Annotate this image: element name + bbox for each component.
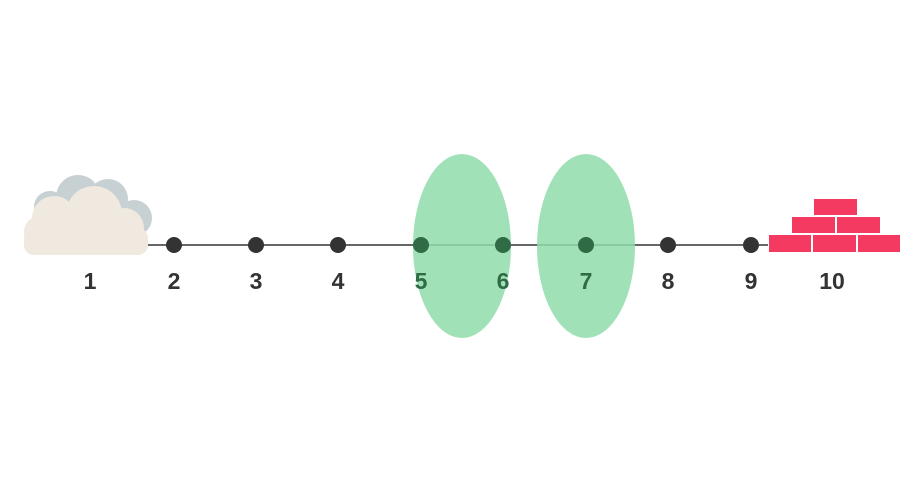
node-dot-8 xyxy=(660,237,676,253)
node-dots xyxy=(166,237,759,253)
node-dot-5 xyxy=(413,237,429,253)
node-dot-2 xyxy=(166,237,182,253)
node-label-10: 10 xyxy=(819,268,845,294)
node-label-3: 3 xyxy=(249,268,263,294)
node-label-4: 4 xyxy=(331,268,345,294)
node-label-2: 2 xyxy=(167,268,181,294)
node-dot-6 xyxy=(495,237,511,253)
node-label-1: 1 xyxy=(83,268,97,294)
node-label-9: 9 xyxy=(744,268,758,294)
node-label-6: 6 xyxy=(496,268,510,294)
cloud-icon xyxy=(24,175,152,255)
node-dot-7 xyxy=(578,237,594,253)
node-label-5: 5 xyxy=(414,268,428,294)
brick-wall-icon xyxy=(769,199,900,252)
node-dot-4 xyxy=(330,237,346,253)
node-label-7: 7 xyxy=(579,268,593,294)
node-label-8: 8 xyxy=(661,268,675,294)
highlight-oval-5-6 xyxy=(413,154,511,338)
node-dot-9 xyxy=(743,237,759,253)
node-dot-3 xyxy=(248,237,264,253)
